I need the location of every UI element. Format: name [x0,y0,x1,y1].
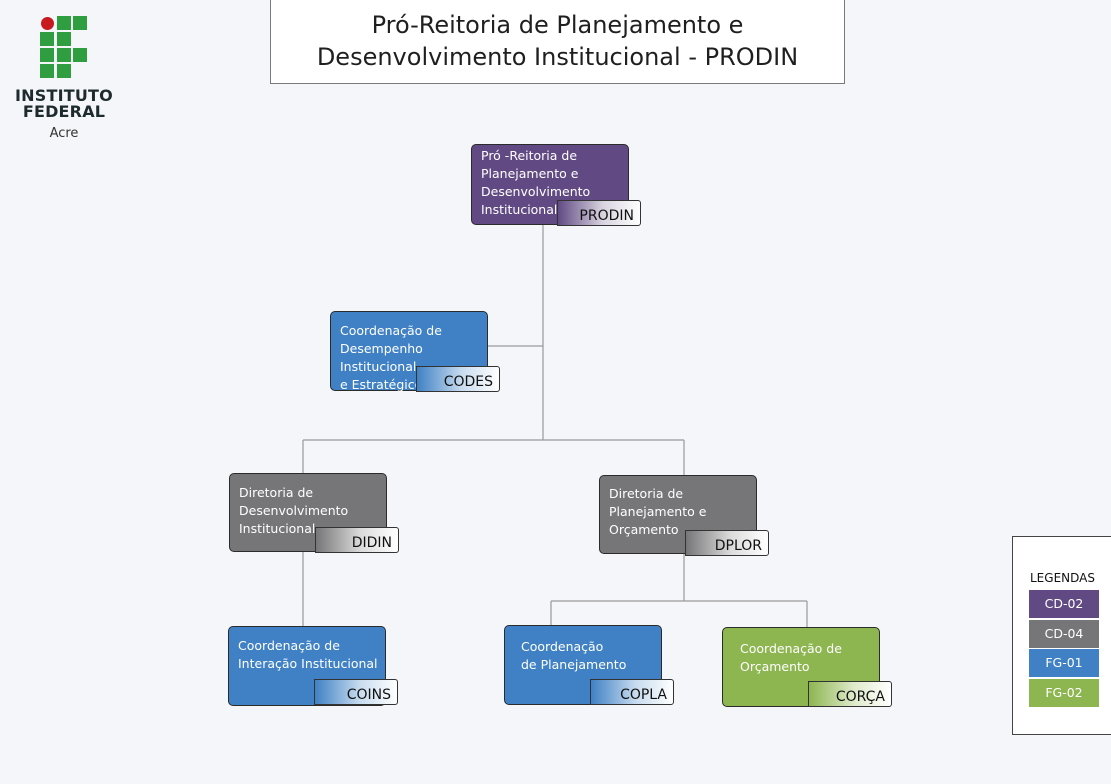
node-name-line: Orçamento [609,522,679,537]
node-name-line: Diretoria de [239,485,314,500]
title-line1: Pró-Reitoria de Planejamento e [371,11,744,39]
logo-square [40,32,54,46]
node-name-line: Coordenação de [740,641,842,656]
node-name-line: Coordenação [521,639,604,654]
legend-item-cd04: CD-04 [1029,620,1099,648]
node-name: Coordenação de Desempenho Institucional … [340,322,487,394]
code-tag-prodin: PRODIN [557,200,641,226]
legend: LEGENDAS CD-02 CD-04 FG-01 FG-02 [1012,536,1111,735]
node-didin: Diretoria de Desenvolvimento Institucion… [229,473,387,552]
node-name-line: Coordenação de [238,638,340,653]
node-name-line: de Planejamento [521,657,627,672]
page-title: Pró-Reitoria de Planejamento e Desenvolv… [270,0,845,84]
logo-square [57,48,71,62]
logo-line1: INSTITUTO [15,86,113,105]
code-tag-coins: COINS [314,679,398,705]
node-name-line: Planejamento e [481,166,579,181]
node-name: Coordenação de Interação Institucional [238,637,385,673]
node-name-line: Desenvolvimento [481,184,591,199]
node-name-line: Pró -Reitoria de [481,148,578,163]
node-name-line: Desenvolvimento [239,503,349,518]
node-name: Pró -Reitoria de Planejamento e Desenvol… [481,147,628,219]
logo-square [57,16,71,30]
node-name-line: Planejamento e [609,504,707,519]
logo-square [57,64,71,78]
node-name-line: Interação Institucional [238,656,378,671]
node-name-line: e Estratégico [340,377,423,392]
code-tag-corca: CORÇA [808,681,892,707]
logo-state: Acre [49,126,79,141]
node-name-line: Institucional [481,202,558,217]
code-tag-copla: COPLA [590,679,674,705]
logo-square [73,48,87,62]
node-name: Diretoria de Desenvolvimento Institucion… [239,484,386,538]
legend-item-fg02: FG-02 [1029,679,1099,707]
logo-square [73,16,87,30]
institute-logo: INSTITUTO FEDERAL Acre [10,14,120,144]
code-tag-dplor: DPLOR [685,530,769,556]
node-name: Coordenação de Planejamento [521,638,661,674]
logo-line2: FEDERAL [22,102,106,121]
legend-title: LEGENDAS [1030,571,1095,585]
node-name: Coordenação de Orçamento [740,640,879,676]
logo-square [40,48,54,62]
logo-square [40,64,54,78]
node-name: Diretoria de Planejamento e Orçamento [609,485,756,539]
node-name-line: Diretoria de [609,486,684,501]
legend-item-fg01: FG-01 [1029,649,1099,677]
logo-red-dot [41,17,54,30]
node-name-line: Orçamento [740,659,810,674]
logo-mark-icon [40,16,88,78]
node-coins: Coordenação de Interação Institucional [228,626,386,706]
code-tag-didin: DIDIN [315,527,399,553]
node-dplor: Diretoria de Planejamento e Orçamento [599,475,757,554]
title-line2: Desenvolvimento Institucional - PRODIN [316,43,799,71]
legend-item-cd02: CD-02 [1029,590,1099,618]
code-tag-codes: CODES [416,366,500,392]
node-name-line: Institucional [239,521,316,536]
logo-name: INSTITUTO FEDERAL [10,88,118,120]
node-name-line: Desempenho Institucional [340,341,423,374]
node-name-line: Coordenação de [340,323,442,338]
logo-square [57,32,71,46]
